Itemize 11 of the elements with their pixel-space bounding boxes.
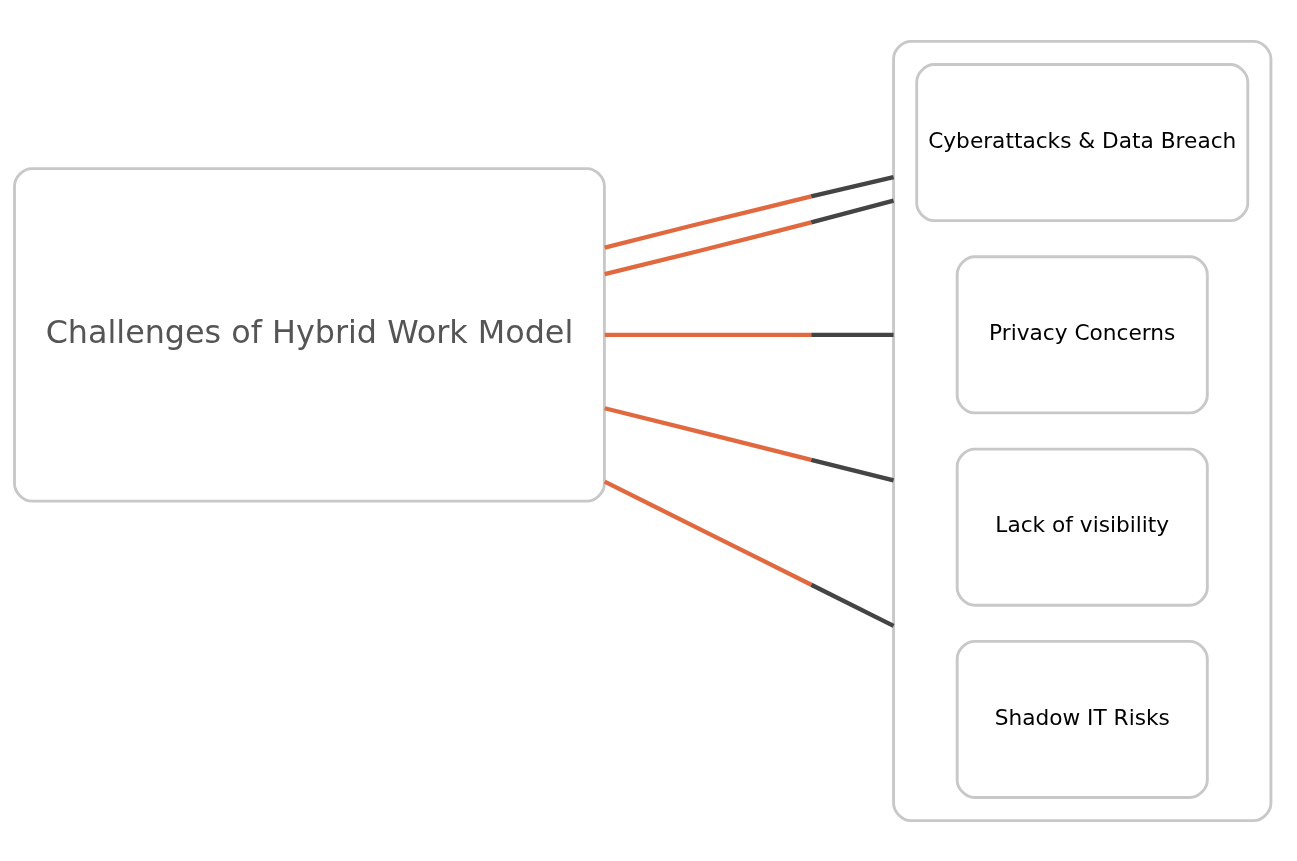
connector [604, 198, 895, 276]
connector [604, 332, 894, 337]
node-box: Lack of visibility [955, 447, 1209, 607]
cluster [892, 39, 1273, 822]
connector [604, 405, 895, 482]
node-box: Shadow IT Risks [955, 639, 1209, 799]
node-box: Cyberattacks & Data Breach [915, 62, 1250, 222]
node-box: Privacy Concerns [955, 254, 1209, 414]
connector [604, 174, 895, 250]
connector [603, 479, 895, 628]
node-box: Challenges of Hybrid Work Model [13, 166, 606, 503]
